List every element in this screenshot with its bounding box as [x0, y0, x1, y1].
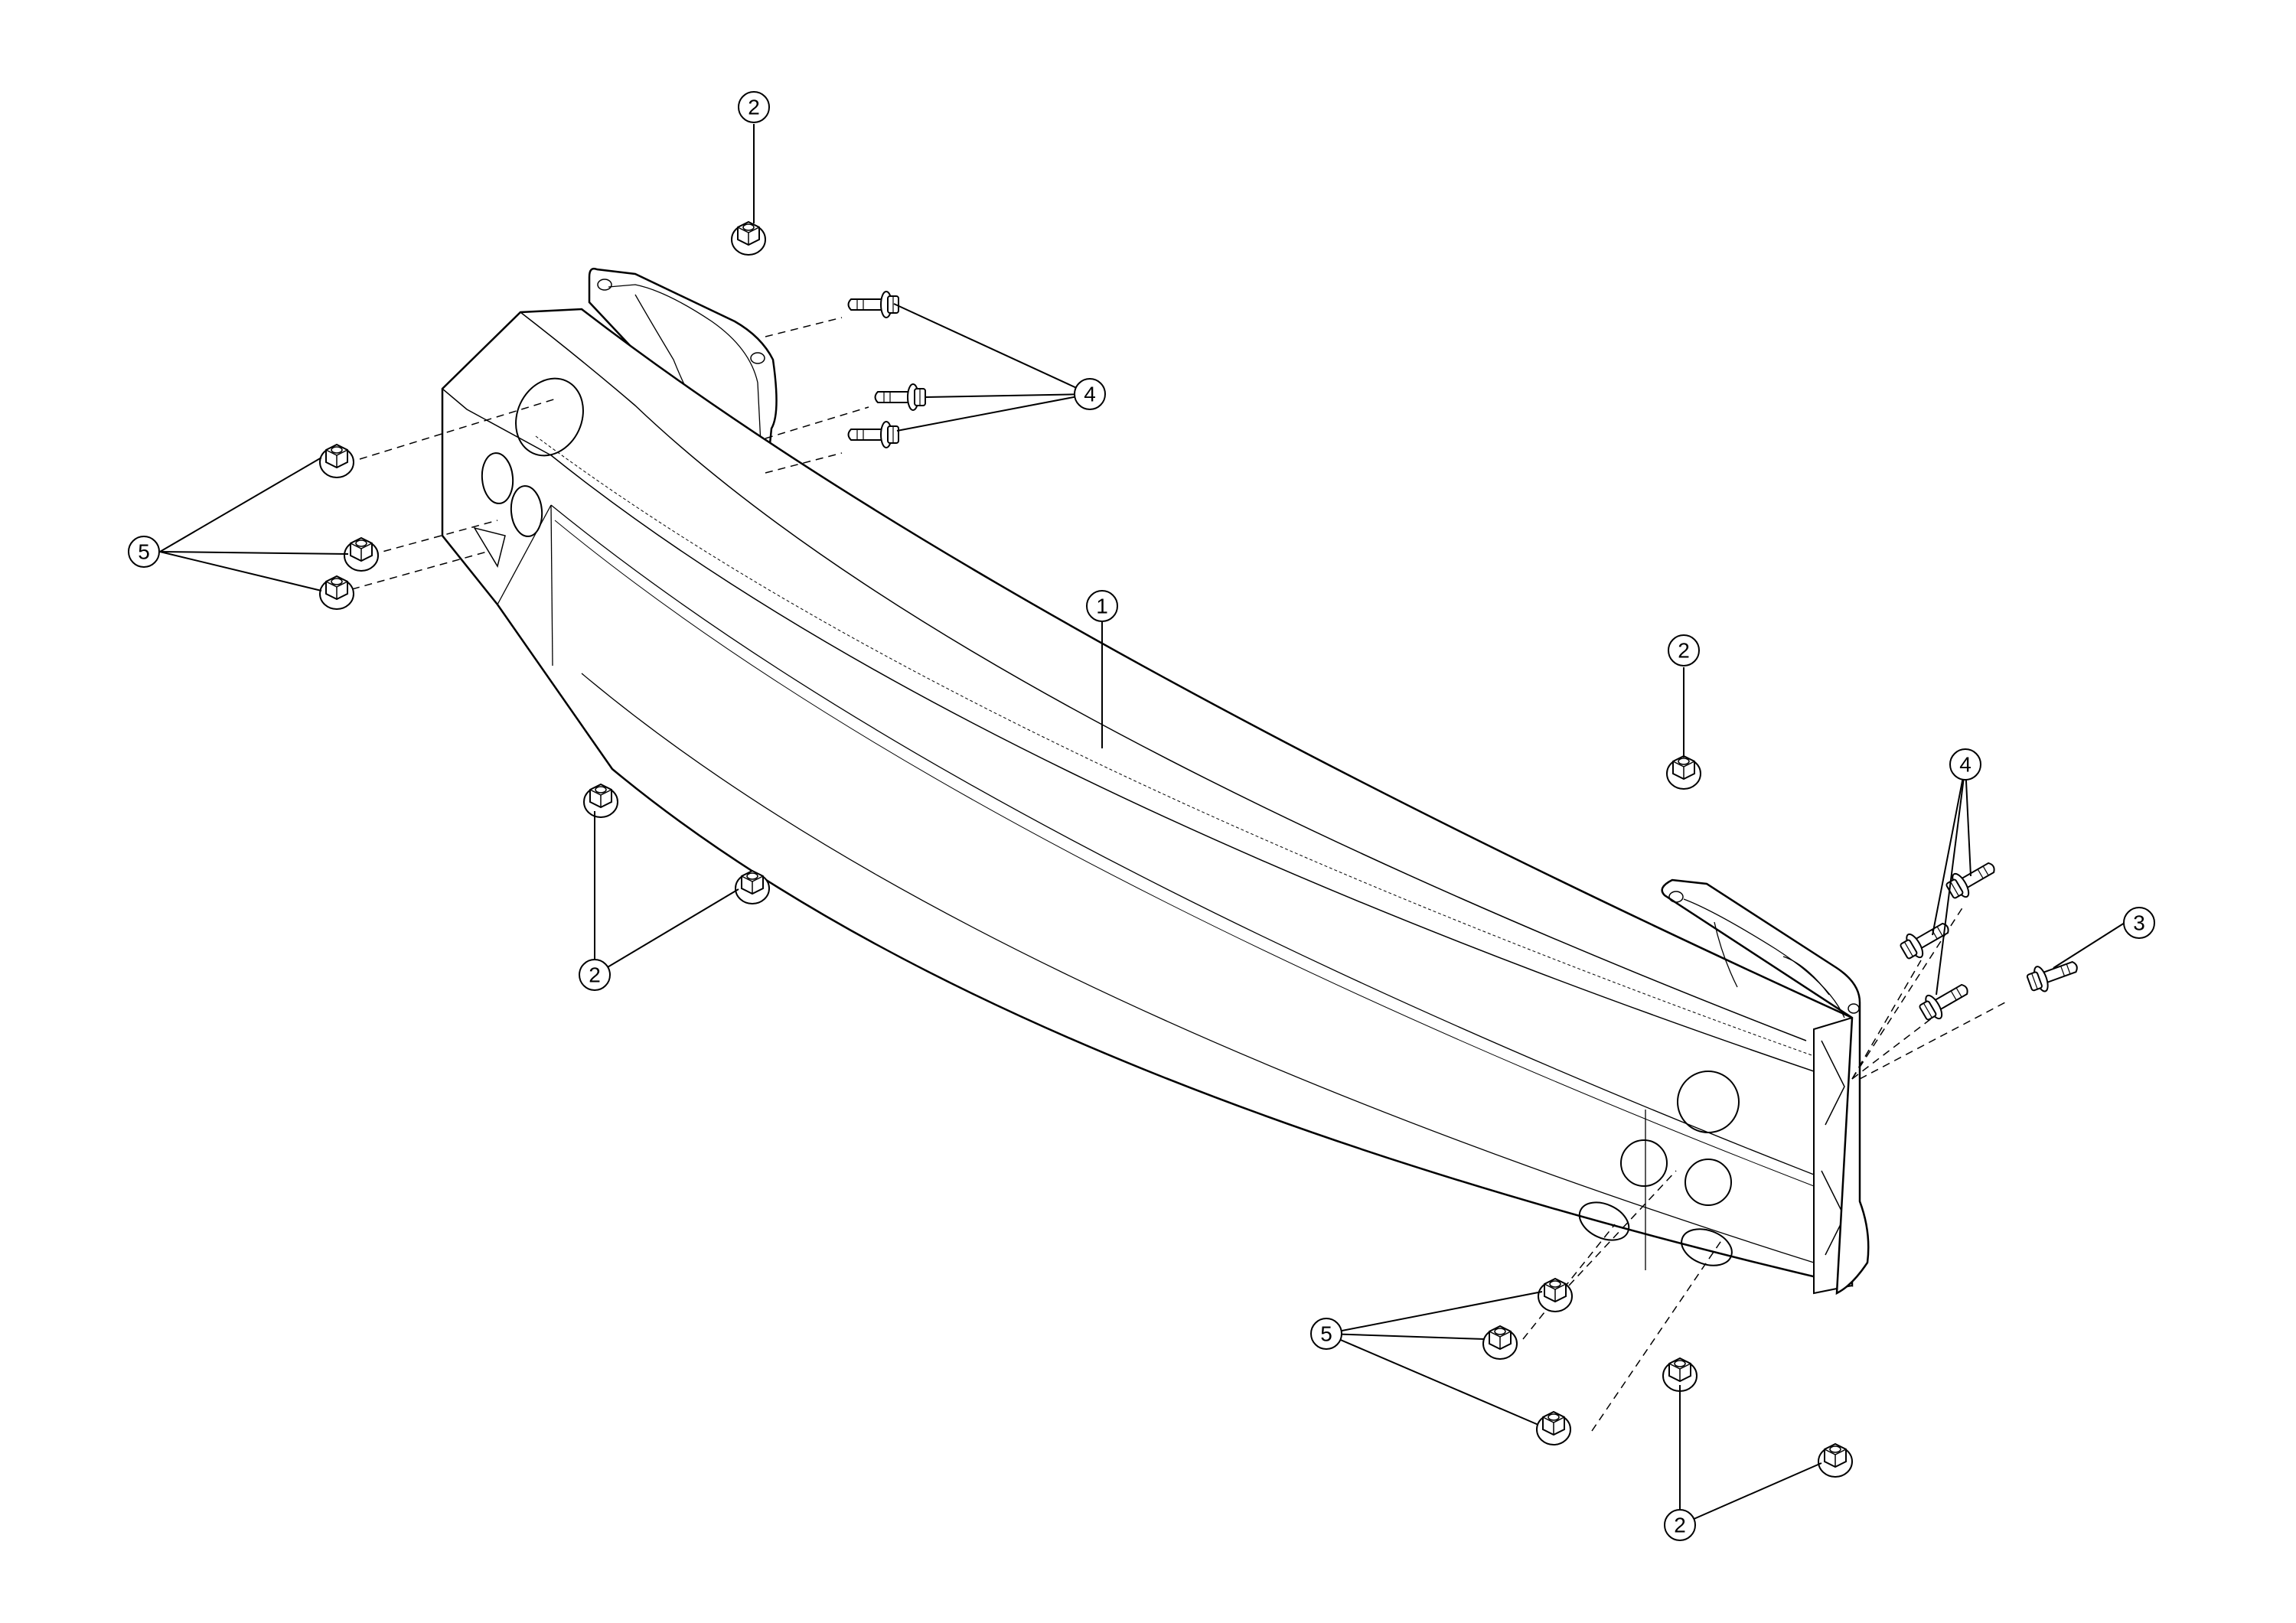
nut-icon	[319, 444, 354, 478]
callout-4-top: 4	[1074, 378, 1106, 410]
callout-number: 5	[138, 540, 150, 564]
bolt-icon	[847, 421, 899, 448]
callout-number: 3	[2133, 911, 2145, 935]
callout-number: 2	[748, 96, 760, 119]
leader-lines	[159, 124, 2125, 1526]
callout-2-top: 2	[738, 91, 770, 123]
nut-icon	[583, 784, 618, 818]
bumper-reinforcement-beam	[441, 267, 1870, 1295]
callout-number: 2	[589, 963, 601, 987]
bolt-icon	[874, 383, 926, 411]
callout-5-right: 5	[1310, 1318, 1342, 1350]
bolt-icon	[1942, 854, 2001, 904]
nut-icon	[1536, 1411, 1571, 1445]
nut-icon	[1818, 1443, 1853, 1478]
callout-2-right: 2	[1668, 634, 1700, 666]
nut-icon	[731, 221, 766, 256]
callout-5-left: 5	[128, 536, 160, 568]
callout-number: 4	[1084, 383, 1096, 406]
nut-icon	[319, 575, 354, 610]
callout-3: 3	[2123, 907, 2155, 939]
callout-number: 1	[1096, 595, 1108, 618]
bolt-icon	[1916, 976, 1975, 1025]
callout-1: 1	[1086, 590, 1118, 622]
bolt-icon	[847, 291, 899, 318]
callout-number: 4	[1959, 753, 1971, 777]
nut-icon	[1666, 755, 1701, 790]
callout-number: 2	[1674, 1514, 1686, 1537]
nut-icon	[1482, 1325, 1518, 1360]
callout-number: 2	[1678, 639, 1690, 663]
bolt-icon	[2024, 953, 2082, 996]
callout-4-right: 4	[1949, 748, 1981, 781]
callout-number: 5	[1320, 1322, 1332, 1346]
callout-2-bottom: 2	[1664, 1509, 1696, 1541]
nut-icon	[344, 537, 379, 572]
callout-2-left-low: 2	[579, 959, 611, 991]
